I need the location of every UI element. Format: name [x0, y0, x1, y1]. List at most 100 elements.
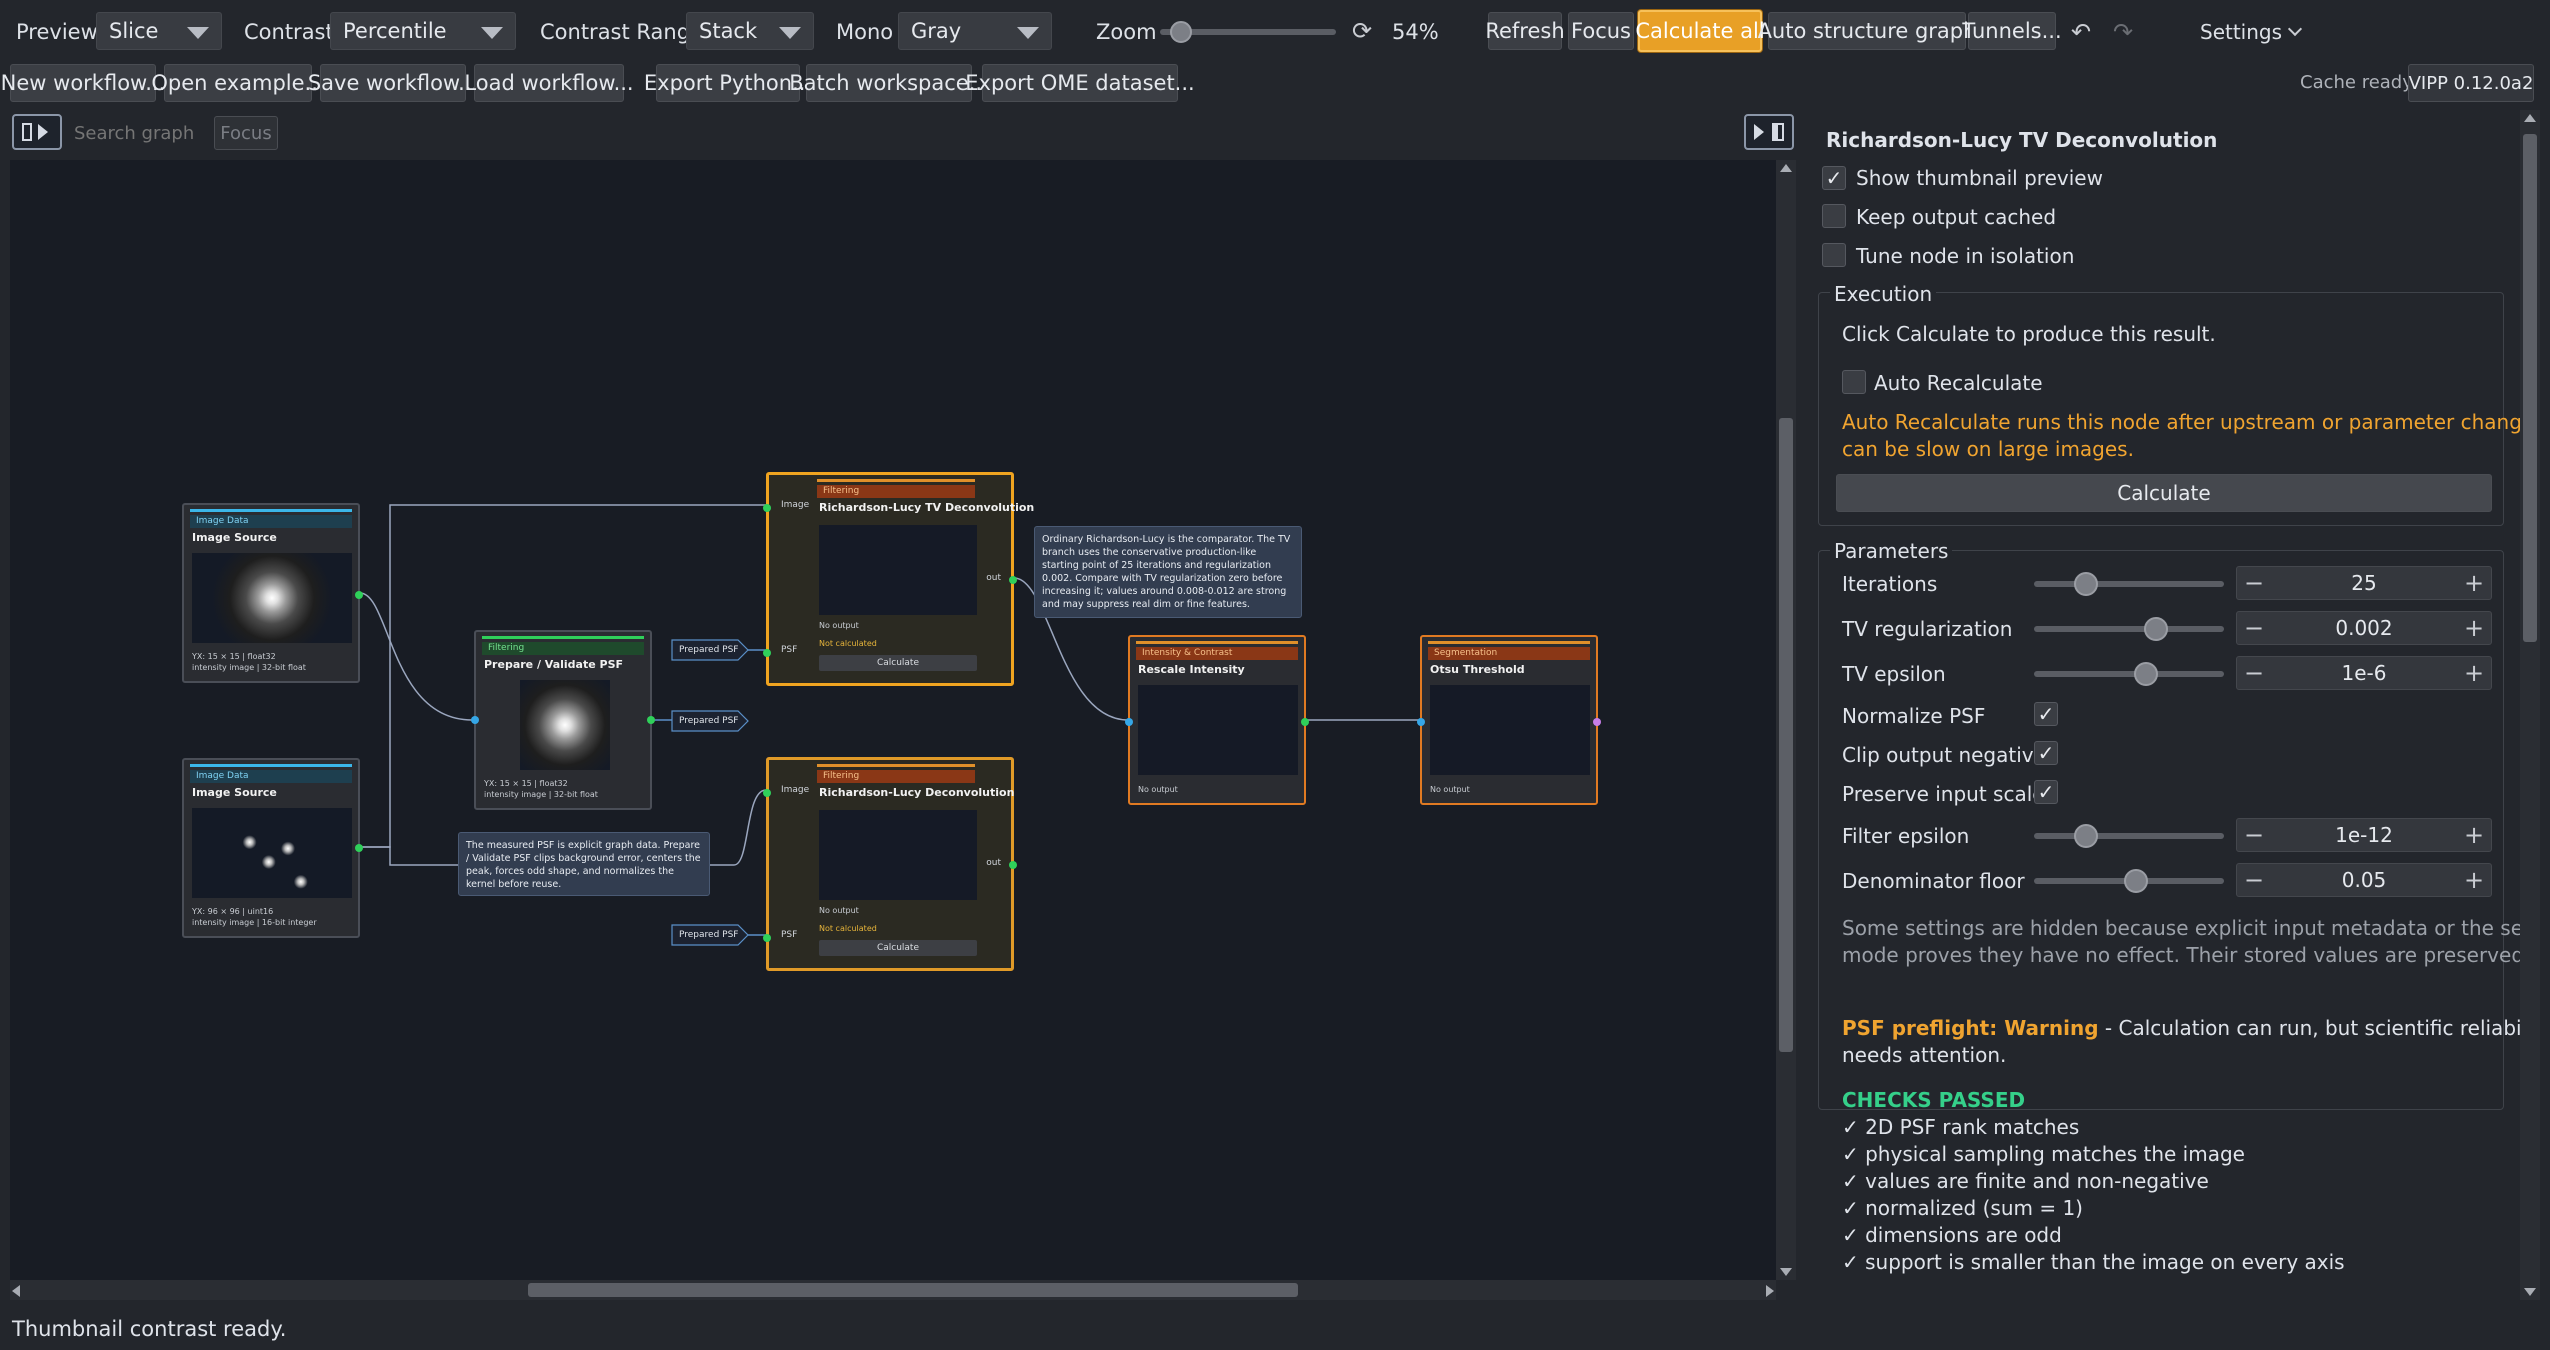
- output-port[interactable]: [1301, 718, 1309, 726]
- input-port-psf[interactable]: [763, 649, 771, 657]
- zoom-slider[interactable]: [1160, 29, 1336, 35]
- zoom-slider-handle[interactable]: [1170, 21, 1192, 43]
- arrow-up-icon[interactable]: [2524, 114, 2536, 122]
- load-workflow-button[interactable]: Load workflow...: [464, 64, 634, 102]
- contrast-select[interactable]: Percentile: [330, 12, 516, 50]
- undo-icon[interactable]: ↶: [2070, 18, 2092, 46]
- node-calculate-button[interactable]: Calculate: [819, 655, 977, 671]
- denominator-floor-slider-handle[interactable]: [2124, 869, 2148, 893]
- toggle-right-panel-button[interactable]: [1744, 114, 1794, 150]
- iterations-slider-handle[interactable]: [2074, 572, 2098, 596]
- node-otsu-threshold[interactable]: Segmentation Otsu Threshold No output: [1417, 635, 1601, 805]
- plus-icon[interactable]: +: [2463, 866, 2485, 894]
- export-python-button[interactable]: Export Python...: [644, 64, 812, 102]
- inspector-vertical-scrollbar[interactable]: [2520, 110, 2540, 1300]
- calculate-all-button[interactable]: Calculate all: [1635, 10, 1765, 52]
- arrow-down-icon[interactable]: [1780, 1268, 1792, 1276]
- node-prepare-psf[interactable]: Filtering Prepare / Validate PSF YX: 15 …: [471, 630, 655, 810]
- note-rl-comparator[interactable]: Ordinary Richardson-Lucy is the comparat…: [1034, 526, 1302, 618]
- graph-canvas[interactable]: Prepared PSF Prepared PSF Prepared PSF I…: [10, 160, 1776, 1280]
- input-port-psf[interactable]: [763, 934, 771, 942]
- node-richardson-lucy-tv[interactable]: Filtering Richardson-Lucy TV Deconvoluti…: [763, 472, 1034, 686]
- output-port[interactable]: [1593, 718, 1601, 726]
- minus-icon[interactable]: −: [2243, 614, 2265, 642]
- tv-epsilon-slider-handle[interactable]: [2134, 662, 2158, 686]
- search-graph-input[interactable]: [64, 116, 214, 150]
- scrollbar-thumb[interactable]: [528, 1283, 1298, 1297]
- preserve-input-scale-checkbox[interactable]: ✓: [2034, 780, 2058, 804]
- tv-epsilon-spinbox[interactable]: −1e-6+: [2236, 656, 2492, 690]
- plus-icon[interactable]: +: [2463, 821, 2485, 849]
- arrow-down-icon[interactable]: [2524, 1288, 2536, 1296]
- tunnels-button[interactable]: Tunnels...: [1962, 12, 2062, 50]
- iterations-spinbox[interactable]: −25+: [2236, 566, 2492, 600]
- iterations-slider[interactable]: [2034, 581, 2224, 587]
- arrow-up-icon[interactable]: [1780, 164, 1792, 172]
- scrollbar-thumb[interactable]: [1779, 418, 1793, 1052]
- tv-regularization-slider[interactable]: [2034, 626, 2224, 632]
- open-example-button[interactable]: Open example...: [151, 64, 325, 102]
- output-port[interactable]: [1009, 576, 1017, 584]
- output-port[interactable]: [355, 844, 363, 852]
- input-port[interactable]: [1417, 718, 1425, 726]
- graph-horizontal-scrollbar[interactable]: [10, 1280, 1776, 1300]
- denominator-floor-spinbox[interactable]: −0.05+: [2236, 863, 2492, 897]
- plus-icon[interactable]: +: [2463, 569, 2485, 597]
- note-measured-psf[interactable]: The measured PSF is explicit graph data.…: [458, 832, 710, 896]
- filter-epsilon-spinbox[interactable]: −1e-12+: [2236, 818, 2492, 852]
- save-workflow-button[interactable]: Save workflow...: [308, 64, 478, 102]
- preview-select[interactable]: Slice: [96, 12, 222, 50]
- output-port[interactable]: [355, 591, 363, 599]
- settings-menu[interactable]: Settings: [2200, 20, 2283, 44]
- prepared-psf-tag[interactable]: Prepared PSF: [679, 716, 739, 726]
- auto-structure-graph-button[interactable]: Auto structure graph: [1758, 12, 1976, 50]
- filter-epsilon-slider[interactable]: [2034, 833, 2224, 839]
- contrast-range-select[interactable]: Stack: [686, 12, 814, 50]
- output-port[interactable]: [1009, 861, 1017, 869]
- keep-output-cached-checkbox[interactable]: [1822, 204, 1846, 228]
- minus-icon[interactable]: −: [2243, 569, 2265, 597]
- graph-vertical-scrollbar[interactable]: [1776, 160, 1796, 1280]
- minus-icon[interactable]: −: [2243, 821, 2265, 849]
- graph-focus-button[interactable]: Focus: [214, 116, 278, 150]
- node-calculate-button[interactable]: Calculate: [819, 940, 977, 956]
- toggle-left-panel-button[interactable]: [12, 114, 62, 150]
- scrollbar-thumb[interactable]: [2523, 134, 2537, 642]
- mono-select[interactable]: Gray: [898, 12, 1052, 50]
- tune-isolation-checkbox[interactable]: [1822, 243, 1846, 267]
- arrow-right-icon[interactable]: [1766, 1285, 1774, 1297]
- normalize-psf-checkbox[interactable]: ✓: [2034, 702, 2058, 726]
- input-port-image[interactable]: [763, 504, 771, 512]
- focus-button[interactable]: Focus: [1568, 12, 1634, 50]
- batch-workspace-button[interactable]: Batch workspace...: [789, 64, 989, 102]
- minus-icon[interactable]: −: [2243, 659, 2265, 687]
- refresh-button[interactable]: Refresh: [1485, 12, 1565, 50]
- input-port[interactable]: [471, 716, 479, 724]
- redo-icon[interactable]: ↷: [2112, 18, 2134, 46]
- filter-epsilon-slider-handle[interactable]: [2074, 824, 2098, 848]
- tv-regularization-slider-handle[interactable]: [2144, 617, 2168, 641]
- arrow-left-icon[interactable]: [12, 1285, 20, 1297]
- minus-icon[interactable]: −: [2243, 866, 2265, 894]
- show-thumbnail-checkbox[interactable]: ✓: [1822, 166, 1846, 190]
- clip-output-negative-checkbox[interactable]: ✓: [2034, 741, 2058, 765]
- reset-zoom-icon[interactable]: ⟳: [1351, 17, 1373, 45]
- input-port[interactable]: [1125, 718, 1133, 726]
- plus-icon[interactable]: +: [2463, 659, 2485, 687]
- node-richardson-lucy[interactable]: Filtering Richardson-Lucy Deconvolution …: [763, 757, 1017, 971]
- new-workflow-button[interactable]: New workflow...: [1, 64, 165, 102]
- tv-regularization-spinbox[interactable]: −0.002+: [2236, 611, 2492, 645]
- output-port[interactable]: [647, 716, 655, 724]
- export-ome-button[interactable]: Export OME dataset...: [965, 64, 1195, 102]
- auto-recalculate-checkbox[interactable]: [1842, 370, 1866, 394]
- node-image-source-image[interactable]: Image Data Image Source YX: 96 × 96 | ui…: [182, 758, 363, 938]
- chevron-down-icon[interactable]: [2287, 21, 2303, 37]
- node-rescale-intensity[interactable]: Intensity & Contrast Rescale Intensity N…: [1125, 635, 1309, 805]
- tv-epsilon-slider[interactable]: [2034, 671, 2224, 677]
- calculate-button[interactable]: Calculate: [1836, 474, 2492, 512]
- plus-icon[interactable]: +: [2463, 614, 2485, 642]
- prepared-psf-tag[interactable]: Prepared PSF: [679, 930, 739, 940]
- prepared-psf-tag[interactable]: Prepared PSF: [679, 645, 739, 655]
- node-image-source-psf[interactable]: Image Data Image Source YX: 15 × 15 | fl…: [182, 503, 363, 683]
- input-port-image[interactable]: [763, 789, 771, 797]
